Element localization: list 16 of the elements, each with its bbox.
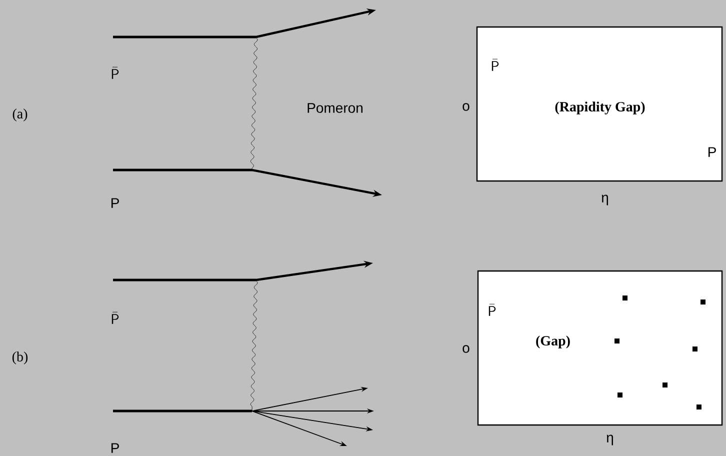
gap-label: (Gap): [536, 336, 570, 348]
particle-label: $\bar{\mathsf{P}}$: [112, 66, 119, 79]
particle-label: P: [111, 198, 119, 208]
axis-label: η: [602, 194, 608, 206]
particle-label: $\bar{\mathsf{P}}$: [112, 312, 119, 324]
particle-label: P: [708, 147, 716, 157]
gap-label: (Rapidity Gap): [555, 102, 645, 114]
axis-label: η: [606, 434, 613, 446]
particle-label: P: [111, 443, 119, 453]
panel-label: (b): [12, 352, 28, 364]
origin-label: o: [462, 345, 470, 353]
particle-label: $\bar{\mathsf{P}}$: [488, 304, 496, 316]
panel-label: (a): [12, 108, 28, 122]
particle-label: $\bar{\mathsf{P}}$: [492, 58, 499, 71]
exchange-label: Pomeron: [308, 103, 362, 113]
origin-label: o: [462, 103, 470, 111]
